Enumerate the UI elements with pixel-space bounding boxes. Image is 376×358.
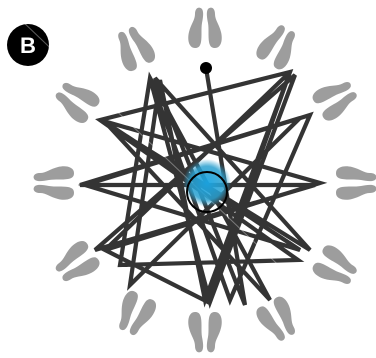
footprint-pair-icon (50, 75, 102, 126)
footprint-pair-icon (34, 166, 74, 200)
footprint-pair-icon (253, 20, 302, 72)
footprint-pair-icon (336, 166, 376, 200)
target-circle-icon (183, 159, 231, 212)
footprint-pair-icon (188, 8, 222, 48)
panel-label: B (20, 33, 36, 58)
footprint-pair-icon (188, 312, 222, 352)
footprint-pair-icon (50, 238, 102, 289)
footprint-pair-icon (111, 289, 158, 340)
footprint-pair-icon (310, 242, 362, 291)
footprint-pair-icon (253, 294, 302, 346)
panel-badge: B (7, 24, 49, 66)
footprint-pair-icon (110, 23, 157, 74)
footprint-pair-icon (310, 74, 362, 123)
start-dot-icon (200, 62, 212, 74)
